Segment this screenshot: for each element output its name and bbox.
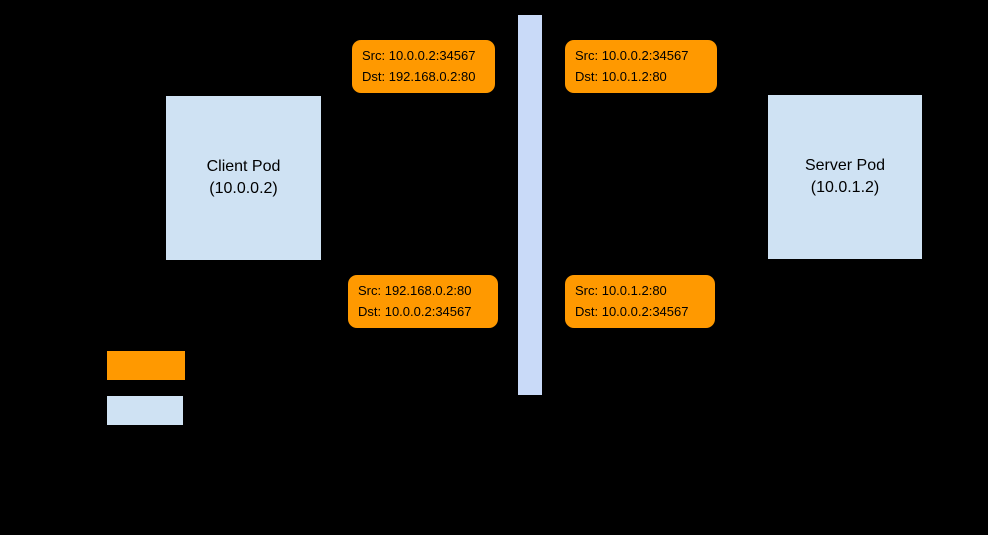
client-pod-name: Client Pod xyxy=(206,157,281,175)
packet-dst: Dst: 192.168.0.2:80 xyxy=(362,68,476,84)
nat-translation-bar xyxy=(518,15,542,395)
packet-src: Src: 10.0.0.2:34567 xyxy=(362,47,476,63)
packet-dst: Dst: 10.0.1.2:80 xyxy=(575,68,667,84)
packet-dst: Dst: 10.0.0.2:34567 xyxy=(575,303,689,319)
packet-dst: Dst: 10.0.0.2:34567 xyxy=(358,303,472,319)
packet-src: Src: 10.0.0.2:34567 xyxy=(575,47,689,63)
legend-swatch-blue xyxy=(107,396,183,425)
legend-swatch-orange xyxy=(107,351,185,380)
packet-src: Src: 10.0.1.2:80 xyxy=(575,282,667,298)
server-pod-ip: (10.0.1.2) xyxy=(810,179,880,196)
client-pod-ip: (10.0.0.2) xyxy=(209,180,278,197)
packet-src: Src: 192.168.0.2:80 xyxy=(358,282,472,298)
packet-label-reply-from-server: Src: 10.0.1.2:80 Dst: 10.0.0.2:34567 xyxy=(565,275,715,328)
packet-label-to-server-pod: Src: 10.0.0.2:34567 Dst: 10.0.1.2:80 xyxy=(565,40,717,93)
server-pod-node: Server Pod (10.0.1.2) xyxy=(768,95,922,259)
server-pod-name: Server Pod xyxy=(804,156,886,174)
packet-label-client-to-service: Src: 10.0.0.2:34567 Dst: 192.168.0.2:80 xyxy=(352,40,495,93)
packet-label-reply-to-client: Src: 192.168.0.2:80 Dst: 10.0.0.2:34567 xyxy=(348,275,498,328)
client-pod-node: Client Pod (10.0.0.2) xyxy=(166,96,321,260)
